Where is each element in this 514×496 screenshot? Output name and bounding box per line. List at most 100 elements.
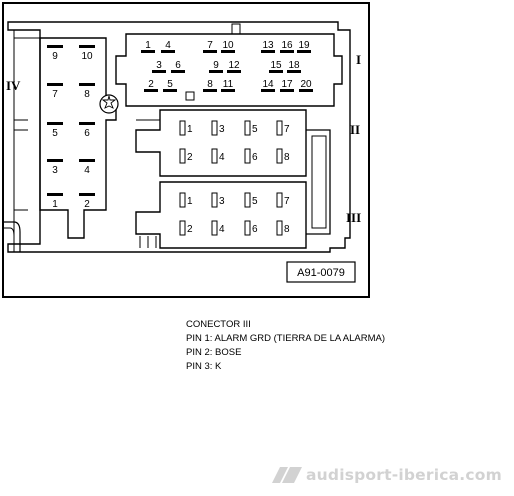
connector-body-outline [7,21,351,253]
pin-slot [221,89,235,92]
pin-slot [47,83,63,86]
pin-slot [209,70,223,73]
diagram-frame [2,2,370,298]
connector-label-iv: IV [6,78,21,93]
pin-number: 18 [288,60,300,71]
screw-icon [99,94,119,114]
pin-number: 8 [284,224,290,235]
pin-number: 3 [52,165,58,176]
pin-number: 1 [187,196,193,207]
connector-ii-housing [135,109,307,177]
pin-slot [261,89,275,92]
pin-number: 3 [156,60,162,71]
pin-number: 7 [284,124,290,135]
pin-number: 6 [84,128,90,139]
pin-number: 19 [298,40,310,51]
pin-slot [203,50,217,53]
pin-slot [79,122,95,125]
pin-slot [179,148,186,164]
pin-slot [280,89,294,92]
pin-number: 2 [187,224,193,235]
pin-slot [211,192,218,208]
pin-slot [79,159,95,162]
connector-iii-housing [135,181,307,249]
figure-code-box [286,261,356,283]
pin-number: 6 [252,224,258,235]
pin-number: 9 [52,51,58,62]
pin-number: 4 [84,165,90,176]
pin-slot [261,50,275,53]
pin-number: 6 [252,152,258,163]
pin-slot [244,120,251,136]
caption-block: CONECTOR III PIN 1: ALARM GRD (TIERRA DE… [186,318,385,374]
watermark-text: audisport-iberica.com [306,466,502,484]
pin-number: 8 [207,79,213,90]
pin-number: 11 [223,79,234,90]
pin-slot [79,193,95,196]
pin-number: 5 [52,128,58,139]
pin-number: 6 [175,60,181,71]
pin-number: 2 [84,199,90,210]
pin-number: 9 [213,60,219,71]
pin-number: 20 [300,79,312,90]
pin-slot [152,70,166,73]
caption-line: PIN 2: BOSE [186,347,242,358]
pin-slot [79,45,95,48]
pin-slot [287,70,301,73]
caption-line: PIN 3: K [186,361,222,372]
pin-number: 5 [252,124,258,135]
pin-slot [244,220,251,236]
watermark: audisport-iberica.com [268,466,502,484]
pin-slot [297,50,311,53]
pin-number: 10 [81,51,93,62]
pin-number: 4 [165,40,171,51]
pin-slot [211,148,218,164]
pin-slot [244,192,251,208]
connector-i-housing [115,33,343,107]
pin-slot [47,122,63,125]
connector-side-latch [306,129,331,235]
pin-number: 13 [262,40,274,51]
caption-line: PIN 1: ALARM GRD (TIERRA DE LA ALARMA) [186,333,386,344]
pin-slot [211,220,218,236]
pin-slot [276,192,283,208]
pin-slot [276,148,283,164]
pin-slot [179,220,186,236]
pin-slot [203,89,217,92]
pin-number: 3 [219,124,225,135]
pin-slot [163,89,177,92]
pin-number: 2 [148,79,154,90]
pin-number: 7 [207,40,213,51]
pin-slot [79,83,95,86]
pin-slot [171,70,185,73]
pin-slot [221,50,235,53]
pin-number: 17 [281,79,293,90]
pin-number: 7 [284,196,290,207]
pin-number: 14 [262,79,274,90]
pin-slot [280,50,294,53]
pin-slot [244,148,251,164]
pin-slot [269,70,283,73]
pin-slot [299,89,313,92]
pin-slot [227,70,241,73]
connector-label-ii: II [350,122,360,137]
pin-slot [179,120,186,136]
figure-code: A91-0079 [297,267,345,279]
pin-slot [141,50,155,53]
pin-slot [211,120,218,136]
pin-number: 16 [281,40,293,51]
pin-number: 1 [52,199,58,210]
pin-slot [161,50,175,53]
audisport-logo-icon [272,467,302,483]
pin-slot [47,159,63,162]
pin-slot [47,45,63,48]
pin-slot [276,220,283,236]
pin-number: 8 [84,89,90,100]
pin-number: 1 [187,124,193,135]
pin-number: 3 [219,196,225,207]
pin-slot [276,120,283,136]
